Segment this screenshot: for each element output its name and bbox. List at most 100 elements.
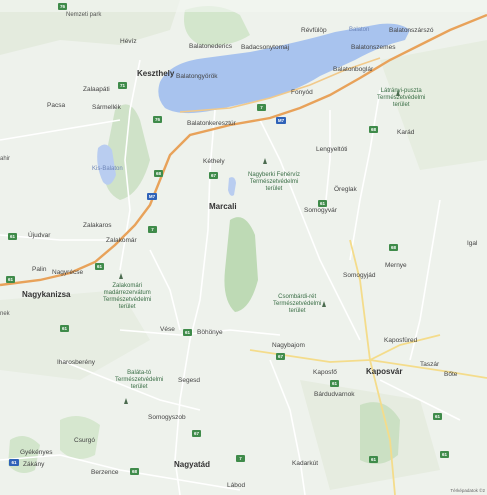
label-balatonszarszo: Balatonszárszó [389,27,434,34]
minor-roads [0,59,461,495]
road-shield: 61 [330,380,339,387]
label-csombardi: Csombárdi-rét Természetvédelmi terület [273,294,322,314]
label-mernye: Mernye [385,262,407,269]
road-shield: 61 [60,325,69,332]
label-bohonye: Böhönye [197,329,223,336]
label-palin: Palin [32,266,47,273]
motorway-shield: M7 [147,193,157,200]
label-nagyatad: Nagyatád [174,460,211,469]
road-shield: 68 [389,244,398,251]
label-berzence: Berzence [91,469,119,476]
label-balatonkeresztur: Balatonkeresztúr [187,120,236,127]
road-shield: 61 [9,459,19,466]
label-pacsa: Pacsa [47,102,66,109]
label-balatonszemes: Balatonszemes [351,44,396,51]
label-fonyod: Fonyód [291,89,313,96]
label-zalaapati: Zalaapáti [83,86,110,93]
label-csurgo: Csurgó [74,437,95,444]
road-shield: 67 [209,172,218,179]
terrain-patch [0,0,180,55]
label-revfulop: Révfülöp [301,27,327,34]
label-balatonboglar: Balatonboglár [333,66,374,73]
label-iharosbereny: Iharosberény [57,359,95,366]
label-somogyjad: Somogyjád [343,272,376,279]
terrain-patch [380,40,487,170]
forest-area [60,416,100,459]
label-balatonederics: Balatonederics [189,43,232,50]
label-vese: Vése [160,326,175,333]
label-zalakomari: Zalakomári madárrezervátum Természetvéde… [103,283,152,310]
label-heviz: Hévíz [120,38,137,45]
label-keszthely: Keszthely [137,69,175,78]
label-karad: Karád [397,129,415,136]
road-shield: 61 [183,329,192,336]
label-kaposfo: Kaposfő [313,369,337,376]
forest-area [224,217,258,312]
label-bardudvarnok: Bárdudvarnok [314,391,355,398]
label-kaposfured: Kaposfüred [384,337,418,344]
nature-reserve-icon [322,301,326,307]
road-shield: 61 [95,263,104,270]
road-shield: 61 [6,276,15,283]
label-edge-nek: nek [0,311,10,317]
motorway-shield: M7 [276,117,286,124]
nature-reserve-icon [124,398,128,404]
map-attribution: Térképadatok ©2 [450,488,485,493]
nature-reserve-icon [119,273,123,279]
road-shield: 68 [130,468,139,475]
road-shield: 7 [148,226,157,233]
label-zalakaros: Zalakaros [83,222,112,229]
label-segesd: Segesd [178,377,201,384]
label-balaton: Balaton [349,27,370,33]
road-shield: 76 [58,3,67,10]
label-somogyszob: Somogyszob [148,414,186,421]
label-kis-balaton: Kis-Balaton [92,166,123,172]
label-igal: Igal [467,240,478,247]
label-taszar: Taszár [420,361,440,368]
label-marcali: Marcali [209,202,237,211]
label-zakany: Zákány [23,461,45,468]
lake-balaton [158,23,410,114]
label-nemzetiseg: Nemzeti park [66,12,102,18]
label-balatongyorok: Balatongyörök [176,73,218,80]
terrain-patch [0,290,150,380]
road-shield: 67 [192,430,201,437]
label-nagyrecse: Nagyrécse [52,269,84,276]
label-kadarkut: Kadarkút [292,460,319,467]
road-shield: 61 [369,456,378,463]
label-ujudvar: Újudvar [28,232,51,239]
nature-reserve-icon [263,158,267,164]
label-badacsonytomaj: Badacsonytomaj [241,44,290,51]
nature-reserve-icon [396,90,400,96]
label-nagyberki: Nagyberki Fehérvíz Természetvédelmi terü… [248,172,301,192]
label-lengyeltoti: Lengyeltóti [316,146,348,153]
road-shield: 68 [369,126,378,133]
label-latranyi: Látrányi-puszta Természetvédelmi terület [377,88,426,108]
label-labod: Lábod [227,482,246,489]
label-balata-to: Baláta-tó Természetvédelmi terület [115,370,164,390]
label-somogyvar: Somogyvár [304,207,337,214]
label-sarmellek: Sármellék [92,104,121,111]
road-71-shore [179,57,381,113]
road-shield: 7 [236,455,245,462]
secondary-roads [249,239,487,495]
label-zalakomar: Zalakomár [106,237,137,244]
label-kaposvar: Kaposvár [366,367,403,376]
label-nagybajom: Nagybajom [272,342,305,349]
label-gyekenyes: Gyékényes [20,449,53,456]
road-shield: 61 [433,413,442,420]
road-shield: 76 [153,116,162,123]
label-nagykanizsa: Nagykanizsa [22,290,71,299]
road-shield: 61 [318,200,327,207]
small-lake [228,177,236,196]
road-shield: 7 [257,104,266,111]
label-bate: Bőte [444,371,458,378]
lake-kis-balaton [97,144,116,185]
road-shield: 61 [440,451,449,458]
label-edge-ahir: ahir [0,156,11,162]
motorway-m7 [0,13,487,287]
forest-area [184,6,250,46]
road-shield: 68 [154,170,163,177]
